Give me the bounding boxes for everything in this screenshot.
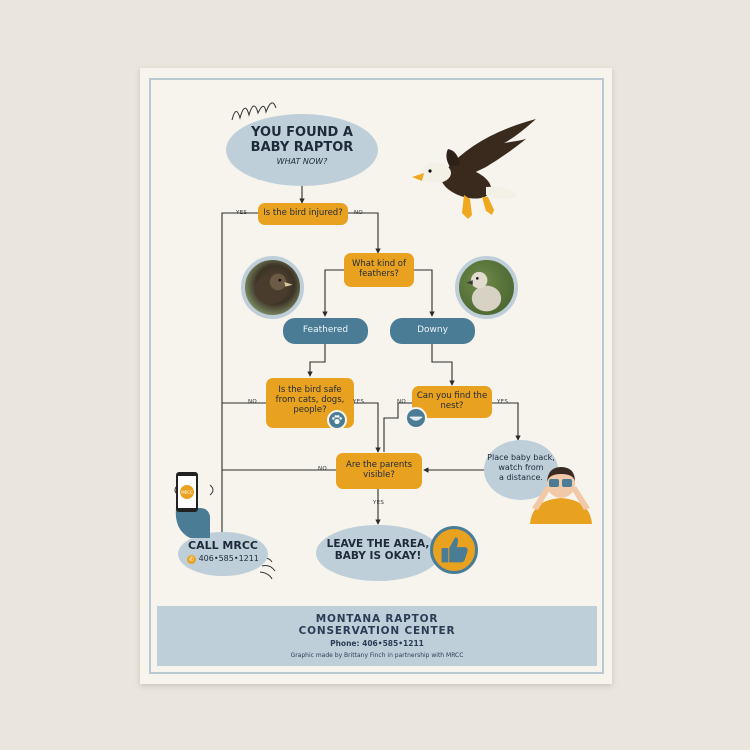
start-title-line1: YOU FOUND A [251, 125, 353, 140]
pill-feathered-text: Feathered [302, 325, 349, 335]
thumbs-up-icon [430, 526, 478, 574]
footer-credit: Graphic made by Brittany Finch in partne… [290, 652, 464, 659]
start-subtitle: WHAT NOW? [276, 157, 328, 166]
leave-area-oval: LEAVE THE AREA, BABY IS OKAY! [316, 525, 440, 581]
poster-frame [149, 78, 604, 674]
feathered-chick-icon [254, 273, 293, 304]
bald-eagle-icon [412, 119, 536, 219]
decision-safe-line3: people? [293, 404, 327, 415]
place-back-line1: Place baby back, [487, 453, 555, 462]
label-safe-yes: YES [353, 399, 365, 405]
leave-area-line1: LEAVE THE AREA, [326, 538, 430, 550]
decision-feathers-line1: What kind of [352, 259, 406, 270]
pill-feathered: Feathered [283, 318, 368, 344]
poster [140, 68, 612, 684]
phone-icon: ✆ [187, 555, 197, 564]
downy-chick-icon [466, 271, 502, 312]
nest-icon [405, 407, 427, 429]
downy-chick-photo [455, 256, 518, 319]
footer-phone-row: Phone: 406•585•1211 [157, 639, 597, 648]
decision-injured: Is the bird injured? [258, 203, 348, 225]
label-parents-no: NO [318, 466, 328, 472]
footer-phone: 406•585•1211 [362, 639, 424, 648]
label-injured-no: NO [354, 210, 364, 216]
decision-safe-line1: Is the bird safe [278, 385, 342, 396]
feathered-chick-photo [241, 256, 304, 319]
call-mrcc-title: CALL MRCC [188, 539, 258, 552]
decision-injured-text: Is the bird injured? [263, 208, 343, 219]
call-mrcc-phone: 406•585•1211 [198, 554, 259, 563]
smartphone-in-hand-icon: MRCC [175, 472, 210, 538]
binoculars-person-icon [530, 467, 592, 524]
label-parents-yes: YES [373, 500, 385, 506]
footer-org-line2: CONSERVATION CENTER [298, 625, 456, 637]
place-back-line2: watch from [498, 463, 544, 472]
pill-downy: Downy [390, 318, 475, 344]
label-nest-yes: YES [497, 399, 509, 405]
decision-parents: Are the parents visible? [336, 453, 422, 489]
call-mrcc-phone-row: ✆ 406•585•1211 [178, 554, 268, 564]
pill-downy-text: Downy [417, 325, 448, 335]
decision-safe-line2: from cats, dogs, [275, 395, 345, 406]
decision-nest-line1: Can you find the [416, 391, 488, 402]
label-nest-no: NO [397, 399, 407, 405]
decision-parents-line2: visible? [363, 470, 395, 480]
label-injured-yes: YES [236, 210, 248, 216]
leave-area-line2: BABY IS OKAY! [334, 550, 422, 562]
label-safe-no: NO [248, 399, 258, 405]
decision-feathers: What kind of feathers? [344, 253, 414, 287]
call-mrcc-oval: CALL MRCC ✆ 406•585•1211 [178, 532, 268, 576]
decision-nest-line2: nest? [440, 401, 464, 411]
decision-parents-line1: Are the parents [346, 460, 412, 471]
start-title-line2: BABY RAPTOR [250, 140, 354, 155]
footer-phone-label: Phone: [330, 639, 360, 648]
decision-feathers-line2: feathers? [359, 269, 399, 279]
paw-print-icon [327, 410, 347, 430]
footer-banner: MONTANA RAPTOR CONSERVATION CENTER Phone… [157, 606, 597, 666]
footer-org-line1: MONTANA RAPTOR [315, 613, 439, 625]
place-back-line3: a distance. [499, 473, 543, 482]
phone-screen-text: MRCC [181, 490, 193, 495]
start-oval: YOU FOUND A BABY RAPTOR WHAT NOW? [226, 114, 378, 186]
